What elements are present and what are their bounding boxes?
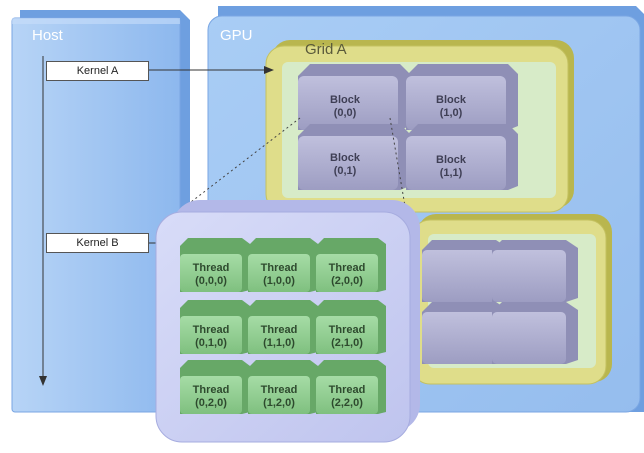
kernel-a-arrow xyxy=(148,66,274,74)
block-1-1: Block (1,1) xyxy=(406,154,496,180)
block-1-0: Block (1,0) xyxy=(406,94,496,120)
block-1-1-index: (1,1) xyxy=(439,167,463,179)
thread-2-1-0: Thread (2,1,0) xyxy=(316,324,378,350)
thread-0-1-0-index: (0,1,0) xyxy=(195,337,227,349)
thread-2-1-0-index: (2,1,0) xyxy=(331,337,363,349)
thread-0-0-0-name: Thread xyxy=(192,262,230,274)
block-0-1-index: (0,1) xyxy=(333,165,357,177)
thread-1-0-0-index: (1,0,0) xyxy=(263,275,295,287)
thread-1-2-0: Thread (1,2,0) xyxy=(248,384,310,410)
thread-0-2-0: Thread (0,2,0) xyxy=(180,384,242,410)
block-0-0-name: Block xyxy=(330,94,360,106)
thread-0-2-0-name: Thread xyxy=(192,384,230,396)
kernel-b-box: Kernel B xyxy=(46,233,149,253)
grid-b-blocks xyxy=(422,240,578,364)
thread-1-0-0: Thread (1,0,0) xyxy=(248,262,310,288)
thread-1-1-0-name: Thread xyxy=(260,324,298,336)
thread-0-0-0-index: (0,0,0) xyxy=(195,275,227,287)
thread-0-0-0: Thread (0,0,0) xyxy=(180,262,242,288)
block-0-1-shape xyxy=(298,124,410,190)
grid-a-title: Grid A xyxy=(305,41,347,58)
thread-2-2-0-name: Thread xyxy=(328,384,366,396)
thread-2-2-0-index: (2,2,0) xyxy=(331,397,363,409)
thread-2-0-0-name: Thread xyxy=(328,262,366,274)
block-0-1: Block (0,1) xyxy=(300,152,390,178)
host-title: Host xyxy=(32,27,63,44)
thread-2-2-0: Thread (2,2,0) xyxy=(316,384,378,410)
thread-0-1-0-name: Thread xyxy=(192,324,230,336)
block-1-0-index: (1,0) xyxy=(439,107,463,119)
block-1-1-shape xyxy=(406,124,518,190)
thread-2-0-0: Thread (2,0,0) xyxy=(316,262,378,288)
block-0-0-index: (0,0) xyxy=(333,107,357,119)
thread-1-0-0-name: Thread xyxy=(260,262,298,274)
thread-1-1-0: Thread (1,1,0) xyxy=(248,324,310,350)
block-1-0-shape xyxy=(406,64,518,130)
thread-1-1-0-index: (1,1,0) xyxy=(263,337,295,349)
block-0-0: Block (0,0) xyxy=(300,94,390,120)
host-timeline-arrow xyxy=(39,56,47,386)
grid-a-blocks xyxy=(298,64,518,190)
thread-0-1-0: Thread (0,1,0) xyxy=(180,324,242,350)
host-panel xyxy=(11,10,190,413)
gpu-title: GPU xyxy=(220,27,253,44)
block-1-0-name: Block xyxy=(436,94,466,106)
thread-1-2-0-name: Thread xyxy=(260,384,298,396)
thread-1-2-0-index: (1,2,0) xyxy=(263,397,295,409)
block-0-1-name: Block xyxy=(330,152,360,164)
thread-2-0-0-index: (2,0,0) xyxy=(331,275,363,287)
kernel-a-box: Kernel A xyxy=(46,61,149,81)
thread-2-1-0-name: Thread xyxy=(328,324,366,336)
thread-0-2-0-index: (0,2,0) xyxy=(195,397,227,409)
thread-cubes xyxy=(180,238,386,414)
zoom-lines xyxy=(177,117,407,213)
block-0-0-shape xyxy=(298,64,410,130)
block-1-1-name: Block xyxy=(436,154,466,166)
